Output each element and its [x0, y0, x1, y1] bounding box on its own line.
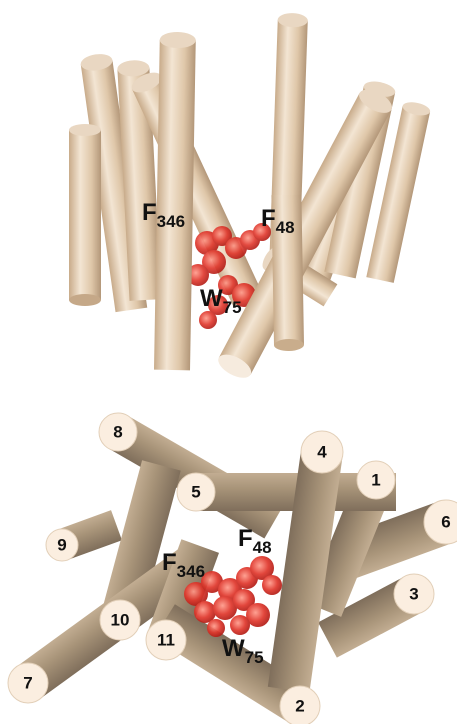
helix-number-1: 1	[371, 471, 380, 490]
top-helix	[154, 32, 196, 371]
helix-number-5: 5	[191, 483, 200, 502]
helix-number-8: 8	[113, 423, 122, 442]
bottom-panel: 1 2 3 4 5 6 7 8 9 10 11 F48 F346 W75	[8, 413, 457, 724]
helix-number-10: 10	[111, 611, 130, 630]
helix-number-4: 4	[317, 443, 327, 462]
top-helix	[215, 85, 396, 383]
top-helix	[69, 124, 101, 306]
top-panel: F346 F48 W75	[69, 13, 431, 383]
helix-number-9: 9	[57, 536, 66, 555]
helix-number-3: 3	[409, 585, 418, 604]
helix-number-2: 2	[295, 697, 304, 716]
helix-number-11: 11	[157, 631, 175, 650]
helix-number-7: 7	[23, 674, 32, 693]
helix-number-6: 6	[441, 513, 450, 532]
